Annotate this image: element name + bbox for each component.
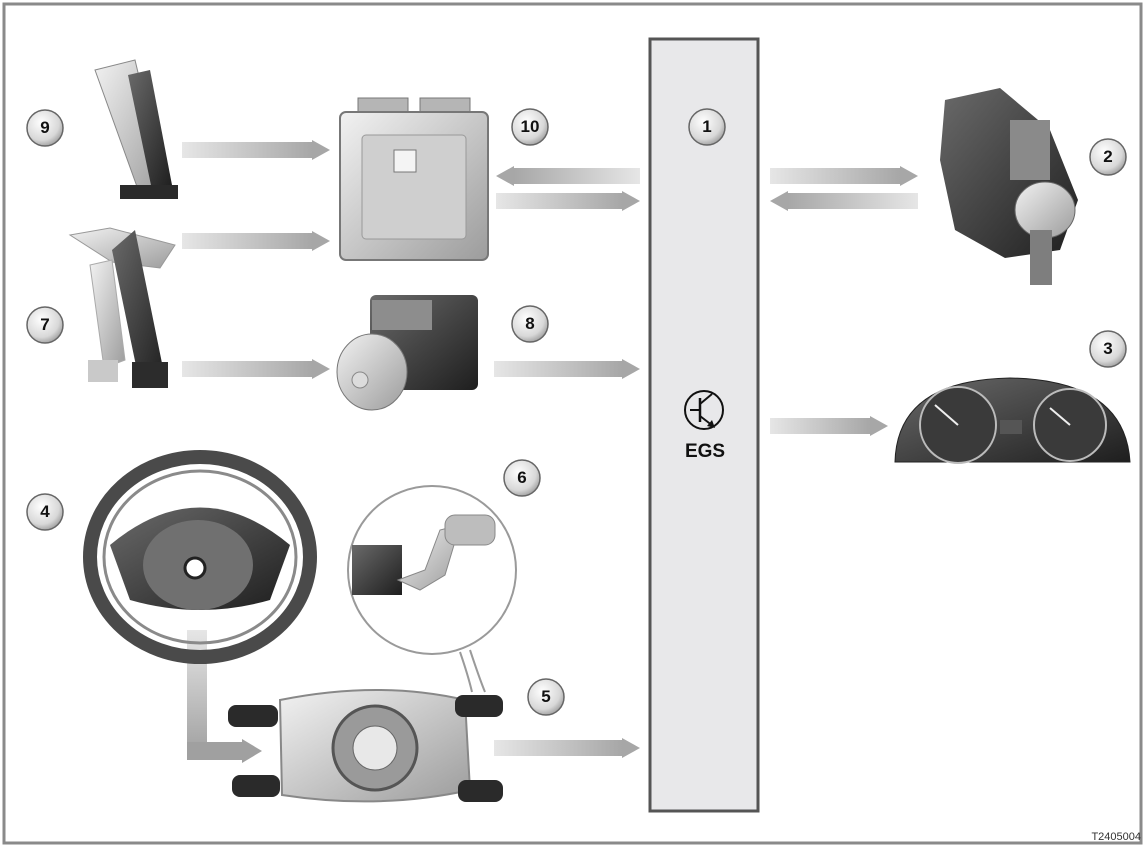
figure-code: T2405004 [1091,831,1141,843]
dsc-unit-illustration [336,295,478,411]
arrow-7-to-8 [182,359,330,379]
badge-8 [511,305,549,343]
arrow-9-to-10 [182,140,330,160]
control-module-illustration [339,97,489,261]
badge-7 [26,306,64,344]
egs-label: EGS [684,441,726,462]
arrow-1-to-2 [770,166,918,186]
arrow-1-to-10 [496,166,640,186]
badge-5 [527,678,565,716]
badge-10 [511,108,549,146]
steering-column-cluster-illustration [228,689,503,803]
badge-1 [688,108,726,146]
instrument-cluster-illustration [894,377,1131,464]
brake-pedal-illustration [68,227,176,388]
badge-9 [26,109,64,147]
arrow-10-to-1 [496,191,640,211]
badge-6 [503,459,541,497]
arrow-2-to-1 [770,191,918,211]
badge-4 [26,493,64,531]
badge-2 [1089,138,1127,176]
steering-wheel-illustration [83,450,317,664]
arrow-5-to-1 [494,738,640,758]
egs-control-unit-bar [648,37,760,813]
arrow-1-to-3 [770,416,888,436]
arrow-7-to-10 [182,231,330,251]
accelerator-pedal-illustration [94,59,178,199]
badge-3 [1089,330,1127,368]
column-switch-illustration [347,485,517,693]
badges [26,108,1127,716]
actuator-illustration [940,88,1078,285]
arrow-8-to-1 [494,359,640,379]
transistor-symbol-icon [684,390,724,430]
